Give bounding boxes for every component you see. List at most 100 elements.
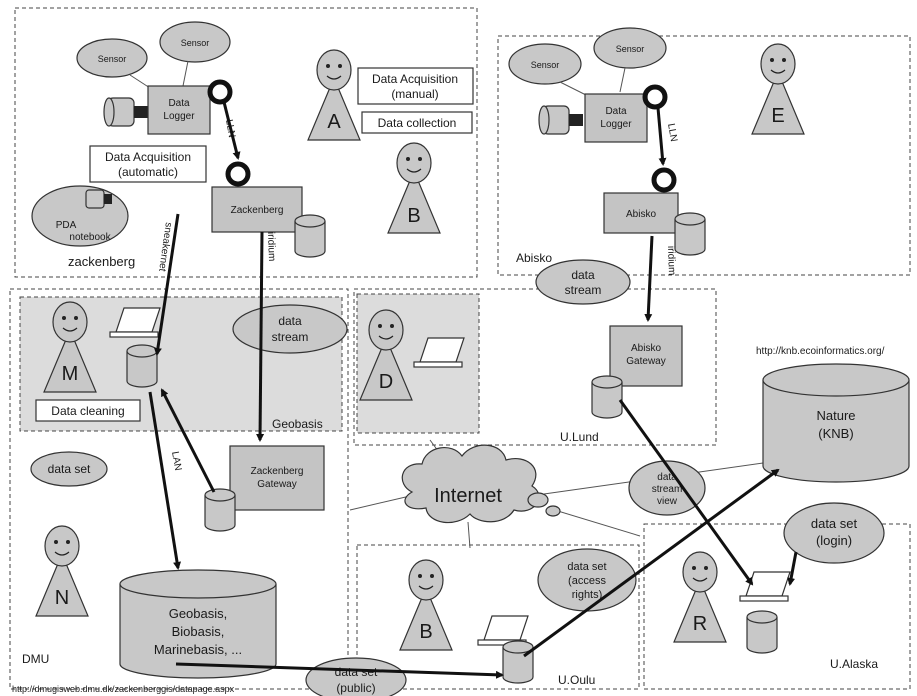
- svg-text:Logger: Logger: [600, 119, 632, 130]
- svg-text:B: B: [407, 205, 420, 227]
- arrow-iridium-zackenberg: [256, 231, 265, 442]
- svg-text:PDA: PDA: [56, 220, 77, 231]
- lln-connector-icon: [651, 167, 677, 193]
- svg-text:Geobasis,: Geobasis,: [169, 606, 228, 621]
- person-D: D: [359, 309, 413, 401]
- person-R: R: [673, 551, 727, 643]
- svg-text:data set: data set: [567, 561, 606, 573]
- iridium-label-abisko: iridium: [665, 246, 677, 276]
- svg-text:Data collection: Data collection: [378, 116, 457, 130]
- svg-text:Sensor: Sensor: [98, 54, 127, 64]
- zackenberg-gateway: Zackenberg Gateway: [229, 445, 325, 511]
- data-set-login: data set (login): [783, 502, 885, 564]
- nature-knb-database: Nature (KNB): [762, 363, 910, 483]
- svg-text:Nature: Nature: [816, 408, 855, 423]
- arrow-iridium-abisko: [644, 235, 654, 322]
- arrow-lan: [148, 391, 182, 570]
- abisko-label: Abisko: [516, 251, 552, 265]
- svg-text:Gateway: Gateway: [257, 479, 296, 490]
- svg-text:(public): (public): [336, 681, 375, 695]
- svg-text:stream: stream: [565, 283, 602, 297]
- internet-cloud: Internet: [401, 444, 561, 524]
- svg-text:Abisko: Abisko: [631, 343, 661, 354]
- abisko-station: Abisko: [603, 192, 679, 234]
- svg-text:stream: stream: [652, 484, 683, 495]
- data-stream-view: data stream view: [628, 460, 706, 516]
- data-set-dmu: data set: [30, 451, 108, 487]
- svg-text:(manual): (manual): [391, 87, 438, 101]
- iridium-label-zackenberg: iridium: [265, 232, 277, 262]
- svg-text:data: data: [278, 314, 302, 328]
- knb-url: http://knb.ecoinformatics.org/: [756, 346, 885, 357]
- svg-text:Data: Data: [605, 106, 627, 117]
- lan-label: LAN: [169, 451, 183, 472]
- pda-notebook: PDA notebook: [31, 185, 129, 247]
- abisko-gateway: Abisko Gateway: [609, 325, 683, 387]
- person-B-uoulu: B: [399, 559, 453, 651]
- svg-text:Data cleaning: Data cleaning: [51, 404, 124, 418]
- uoulu-region: [356, 544, 640, 690]
- abisko-gateway-db-icon: [591, 375, 623, 419]
- zackenberg-station: Zackenberg: [211, 186, 303, 233]
- arrow-sneakernet: [153, 213, 180, 356]
- person-M: M: [43, 301, 97, 393]
- data-collection-box: Data collection: [361, 111, 473, 134]
- svg-text:notebook: notebook: [69, 232, 111, 243]
- svg-text:(KNB): (KNB): [818, 426, 853, 441]
- abisko-region: [497, 35, 911, 276]
- arrow-stream-view: [618, 399, 754, 586]
- lln-label: LLN: [665, 123, 679, 143]
- svg-text:data: data: [571, 268, 595, 282]
- arrow-access-rights: [523, 468, 780, 658]
- svg-text:view: view: [657, 496, 678, 507]
- sensor-device-icon: [538, 105, 583, 135]
- svg-text:M: M: [62, 363, 79, 385]
- svg-text:Zackenberg: Zackenberg: [231, 205, 284, 216]
- zackenberg-db-icon: [294, 214, 326, 258]
- svg-text:Internet: Internet: [434, 485, 502, 507]
- svg-text:Zackenberg: Zackenberg: [251, 466, 304, 477]
- data-set-public: data set (public): [305, 657, 407, 696]
- svg-text:N: N: [55, 587, 69, 609]
- person-E: E: [751, 43, 805, 135]
- geobasis-label: Geobasis: [272, 417, 323, 431]
- ualaska-region: [643, 523, 911, 690]
- svg-text:(login): (login): [816, 533, 852, 548]
- data-logger-zackenberg: Data Logger: [147, 85, 211, 135]
- arrow-gateway-to-db: [160, 388, 216, 493]
- svg-text:data set: data set: [48, 462, 91, 476]
- svg-text:Gateway: Gateway: [626, 356, 665, 367]
- svg-text:Data: Data: [168, 98, 190, 109]
- uoulu-label: U.Oulu: [558, 673, 595, 687]
- dmu-region: [9, 288, 349, 690]
- svg-text:Data Acquisition: Data Acquisition: [105, 150, 191, 164]
- sensor-4: Sensor: [593, 27, 667, 69]
- person-N: N: [35, 525, 89, 617]
- svg-text:A: A: [327, 111, 341, 133]
- lln-connector-icon: [642, 84, 668, 110]
- dmu-url: http://dmugisweb.dmu.dk/zackenberggis/da…: [12, 684, 235, 694]
- svg-text:data: data: [657, 472, 677, 483]
- dmu-label: DMU: [22, 652, 49, 666]
- sensor-2: Sensor: [159, 21, 231, 63]
- uoulu-db-icon: [502, 640, 534, 684]
- svg-text:stream: stream: [272, 330, 309, 344]
- abisko-db-icon: [674, 212, 706, 256]
- data-stream-abisko: data stream: [535, 259, 631, 305]
- sensor-3: Sensor: [508, 43, 582, 85]
- svg-text:data set: data set: [811, 516, 858, 531]
- data-logger-abisko: Data Logger: [584, 93, 648, 143]
- svg-text:R: R: [693, 613, 707, 635]
- data-set-access-rights: data set (access rights): [537, 548, 637, 612]
- person-A: A: [307, 49, 361, 141]
- svg-text:Biobasis,: Biobasis,: [172, 624, 225, 639]
- lln-connector-icon: [225, 161, 251, 187]
- acq-automatic-box: Data Acquisition (automatic): [89, 145, 207, 183]
- svg-text:Data Acquisition: Data Acquisition: [372, 72, 458, 86]
- acq-manual-box: Data Acquisition (manual): [357, 67, 474, 105]
- svg-text:rights): rights): [572, 589, 603, 601]
- sensor-1: Sensor: [76, 38, 148, 78]
- data-stream-zackenberg: data stream: [232, 304, 348, 354]
- svg-text:Logger: Logger: [163, 111, 195, 122]
